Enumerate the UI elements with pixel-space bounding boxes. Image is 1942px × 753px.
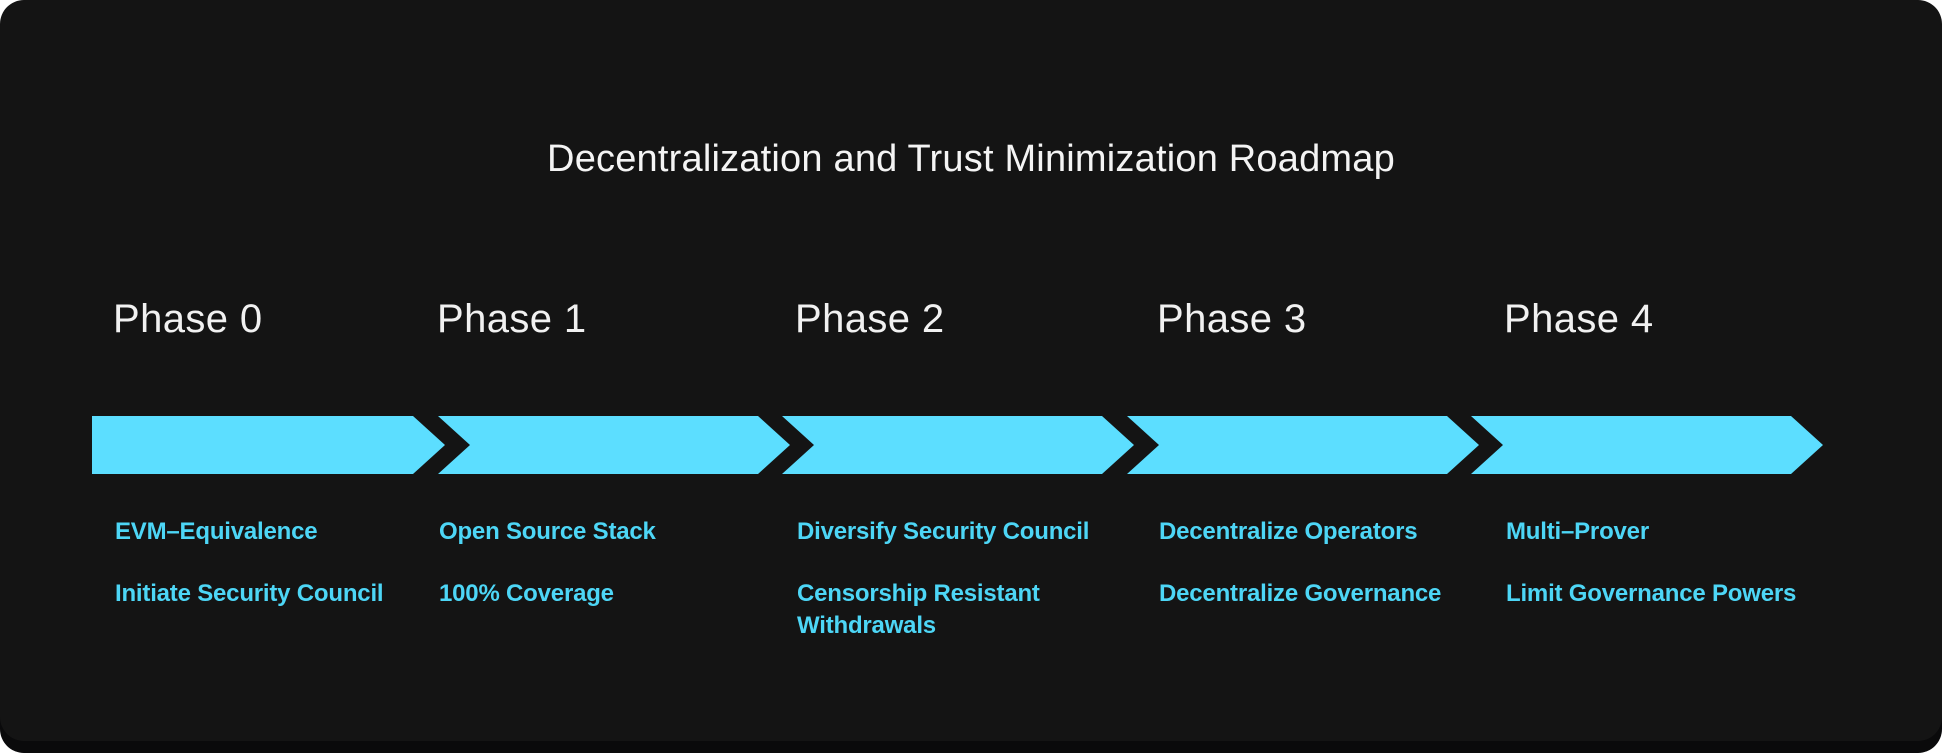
phase-arrow-segment	[1127, 416, 1479, 474]
phase-item: Multi–Prover	[1506, 518, 1649, 545]
phase-item: Limit Governance Powers	[1506, 580, 1797, 607]
phase-item: Diversify Security Council	[797, 518, 1090, 545]
timeline-chevron-arrow	[92, 416, 1823, 474]
phase-label: Phase 2	[795, 297, 945, 341]
phase-label: Phase 4	[1504, 297, 1654, 341]
phase-label: Phase 0	[113, 297, 263, 341]
phase-label: Phase 3	[1157, 297, 1307, 341]
phase-label: Phase 1	[437, 297, 587, 341]
phase-items: Open Source Stack 100% Coverage	[439, 516, 656, 640]
phase-column: Phase 1 Open Source Stack 100% Coverage	[437, 0, 782, 741]
phase-arrow-segment	[782, 416, 1134, 474]
phase-item: Open Source Stack	[439, 518, 656, 545]
phase-item: EVM–Equivalence	[115, 518, 318, 545]
phase-arrow-segment	[92, 416, 445, 474]
phase-arrow-segment	[1471, 416, 1823, 474]
phase-item: Decentralize Operators	[1159, 518, 1418, 545]
phase-item: Initiate Security Council	[115, 580, 384, 607]
roadmap-title: Decentralization and Trust Minimization …	[547, 138, 1395, 181]
phase-item: 100% Coverage	[439, 580, 614, 607]
phase-item: Censorship Resistant Withdrawals	[797, 580, 1040, 639]
phase-arrow-segment	[438, 416, 790, 474]
phase-item: Decentralize Governance	[1159, 580, 1442, 607]
